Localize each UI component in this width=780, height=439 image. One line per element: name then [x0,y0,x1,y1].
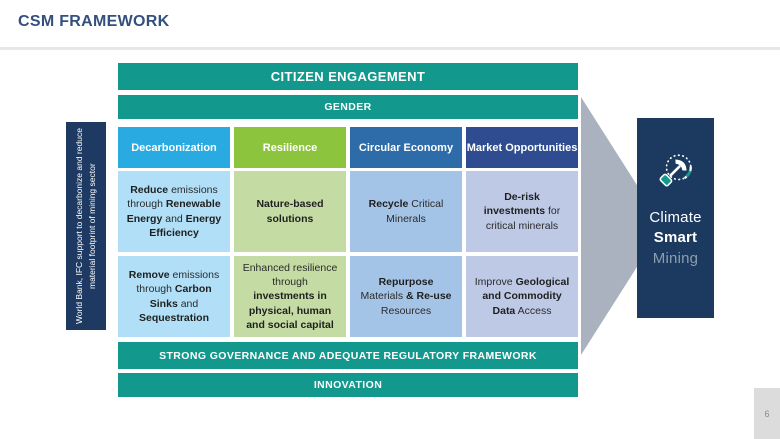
page-title: CSM FRAMEWORK [18,13,170,30]
page-number-chip: 6 [754,388,780,439]
cell-remove-emissions: Remove emissions through Carbon Sinks an… [118,256,230,337]
left-support-bar-label: World Bank, IFC support to decarbonize a… [74,128,97,324]
cell-derisk-investments: De-risk investments for critical mineral… [466,171,578,252]
climate-smart-mining-wordmark: Climate Smart Mining [649,208,701,269]
left-support-bar: World Bank, IFC support to decarbonize a… [66,122,106,330]
logo-line-smart: Smart [653,229,698,247]
cell-nature-based-solutions: Nature-based solutions [234,171,346,252]
lightbulb-pickaxe-icon [659,154,692,187]
innovation-bar: INNOVATION [118,373,578,397]
page-number: 6 [764,408,770,419]
column-header-decarbonization: Decarbonization [118,127,230,168]
cell-recycle-critical-minerals: Recycle Critical Minerals [350,171,462,252]
climate-smart-mining-box: Climate Smart Mining [637,118,714,318]
cell-improve-geological-data: Improve Geological and Commodity Data Ac… [466,256,578,337]
column-header-market-opportunities: Market Opportunities [466,127,578,168]
cell-repurpose-materials: Repurpose Materials & Re-use Resources [350,256,462,337]
gender-bar: GENDER [118,95,578,119]
logo-line-climate: Climate [649,209,702,226]
governance-bar: STRONG GOVERNANCE AND ADEQUATE REGULATOR… [118,342,578,369]
framework-grid: CITIZEN ENGAGEMENT GENDER Decarbonizatio… [118,63,578,397]
citizen-engagement-bar: CITIZEN ENGAGEMENT [118,63,578,90]
column-header-resilience: Resilience [234,127,346,168]
column-header-circular-economy: Circular Economy [350,127,462,168]
logo-line-mining: Mining [652,249,699,267]
cells-row-1: Reduce emissions through Renewable Energ… [118,171,578,252]
cells-row-2: Remove emissions through Carbon Sinks an… [118,256,578,337]
cell-enhanced-resilience: Enhanced resilience through investments … [234,256,346,337]
column-headers-row: Decarbonization Resilience Circular Econ… [118,127,578,168]
title-divider [0,47,780,50]
cell-reduce-emissions: Reduce emissions through Renewable Energ… [118,171,230,252]
